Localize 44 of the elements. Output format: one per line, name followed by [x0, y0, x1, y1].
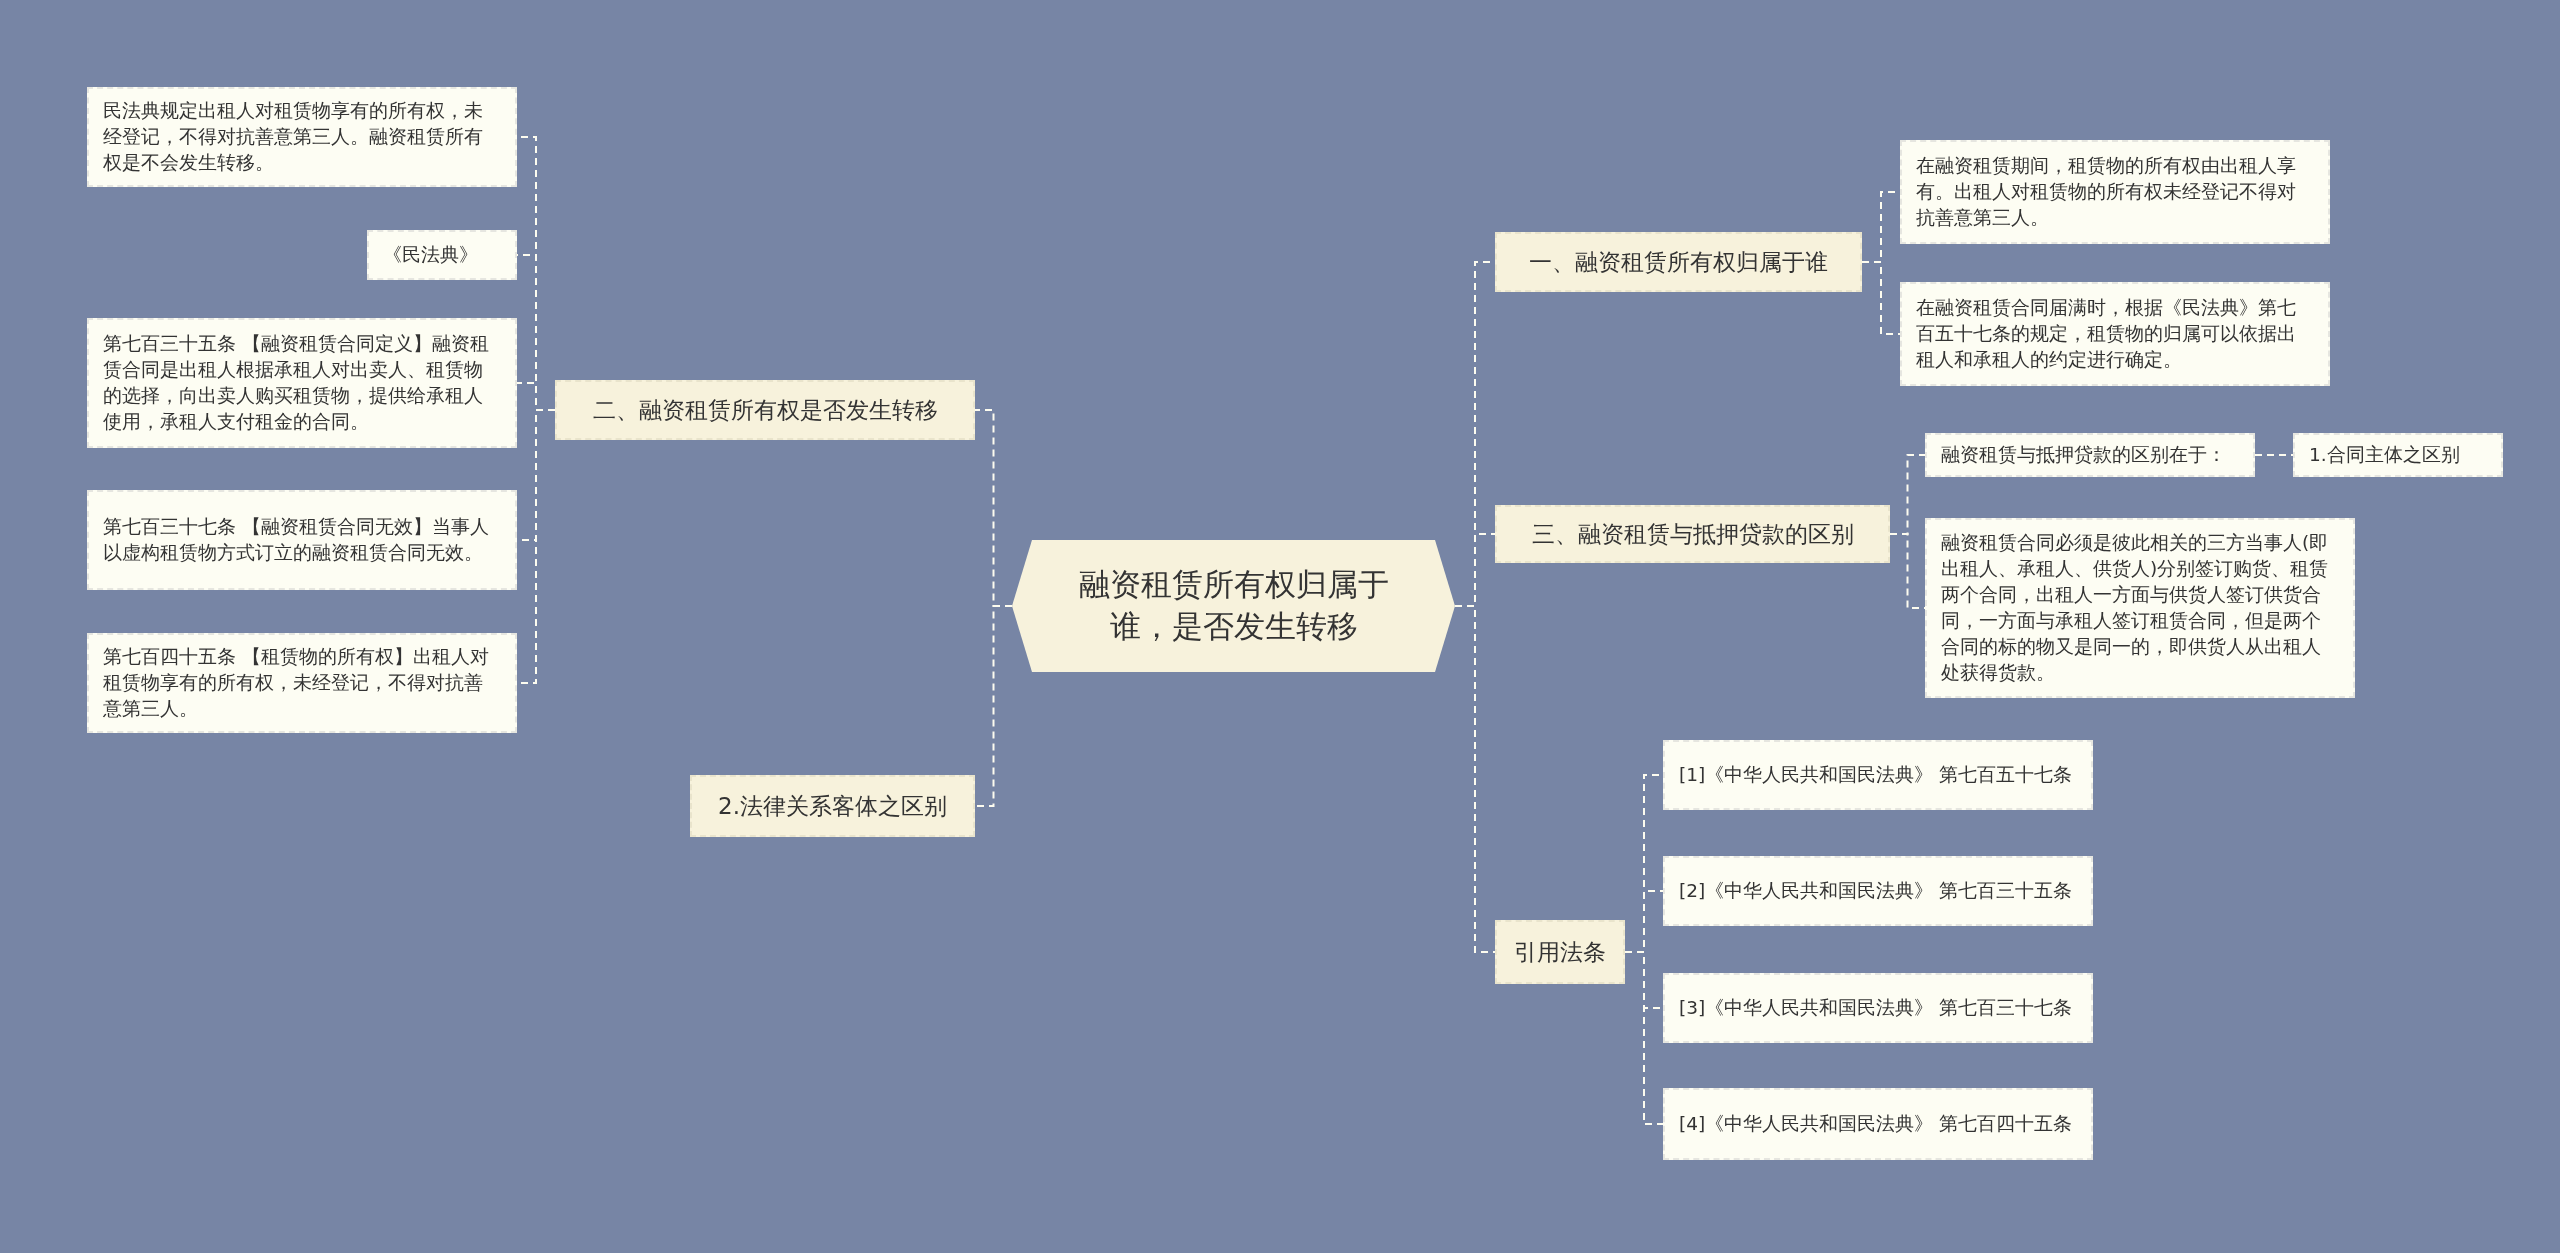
topic-text: 一、融资租赁所有权归属于谁: [1529, 247, 1828, 277]
topic-text: 三、融资租赁与抵押贷款的区别: [1531, 519, 1854, 549]
subtopic-card: [1663, 740, 2093, 810]
topic-text: 1.合同主体之区别: [2309, 443, 2461, 468]
branch-topic: [690, 775, 975, 837]
branch-topic: [555, 380, 975, 440]
topic-text: 民法典规定出租人对租赁物享有的所有权，未经登记，不得对抗善意第三人。融资租赁所有权是不会发生转移。: [103, 99, 484, 175]
subtopic-card: [2293, 433, 2503, 477]
subtopic-card: [87, 318, 517, 448]
connector-line: [2254, 454, 2294, 456]
subtopic-card: [87, 633, 517, 733]
topic-text: 第七百三十七条 【融资租赁合同无效】当事人以虚构租赁物方式订立的融资租赁合同无效。: [103, 515, 490, 565]
topic-text: 融资租赁与抵押贷款的区别在于：: [1941, 443, 2227, 468]
topic-text: 融资租赁合同必须是彼此相关的三方当事人(即出租人、承租人、供货人)分别签订购货、租赁两个合同，出租人一方面与供货人签订供货合同，一方面与承租人签订租赁合同，但是两个合同的标的物又是同一的，即供货人从出租人处获得货款。: [1941, 531, 2330, 685]
topic-text: 在融资租赁合同届满时，根据《民法典》第七百五十七条的规定，租赁物的归属可以依据出租人和承租人的约定进行确定。: [1916, 296, 2297, 372]
branch-topic: [1495, 920, 1625, 984]
subtopic-card: [1900, 140, 2330, 244]
subtopic-card: [1900, 282, 2330, 386]
topic-text: [2]《中华人民共和国民法典》 第七百三十五条: [1679, 879, 2074, 904]
branch-topic: [1495, 232, 1862, 292]
central-topic-hexagon: [1012, 540, 1455, 672]
subtopic-card: [1663, 973, 2093, 1043]
topic-text: 《民法典》: [383, 243, 479, 268]
topic-text: [4]《中华人民共和国民法典》 第七百四十五条: [1679, 1112, 2074, 1137]
topic-text: 二、融资租赁所有权是否发生转移: [592, 395, 938, 425]
subtopic-card: [367, 230, 517, 280]
subtopic-card: [87, 490, 517, 590]
topic-text: [3]《中华人民共和国民法典》 第七百三十七条: [1679, 996, 2074, 1021]
topic-text: 第七百四十五条 【租赁物的所有权】出租人对租赁物享有的所有权，未经登记，不得对抗善意第三人。: [103, 645, 490, 721]
topic-text: 在融资租赁期间，租赁物的所有权由出租人享有。出租人对租赁物的所有权未经登记不得对抗善意第三人。: [1916, 154, 2297, 230]
topic-text: 第七百三十五条 【融资租赁合同定义】融资租赁合同是出租人根据承租人对出卖人、租赁物的选择，向出卖人购买租赁物，提供给承租人使用，承租人支付租金的合同。: [103, 332, 490, 434]
topic-text: 2.法律关系客体之区别: [718, 791, 947, 821]
connector-line: [1861, 261, 1901, 335]
topic-text: [1]《中华人民共和国民法典》 第七百五十七条: [1679, 763, 2074, 788]
subtopic-card: [87, 87, 517, 187]
subtopic-card: [1663, 1088, 2093, 1160]
subtopic-card: [1663, 856, 2093, 926]
connector-line: [1624, 951, 1664, 1125]
subtopic-card: [1925, 518, 2355, 698]
subtopic-card: [1925, 433, 2255, 477]
topic-text: 融资租赁所有权归属于谁，是否发生转移: [1077, 565, 1390, 646]
connector-line: [974, 605, 1013, 807]
topic-text: 引用法条: [1514, 937, 1606, 967]
branch-topic: [1495, 505, 1890, 563]
